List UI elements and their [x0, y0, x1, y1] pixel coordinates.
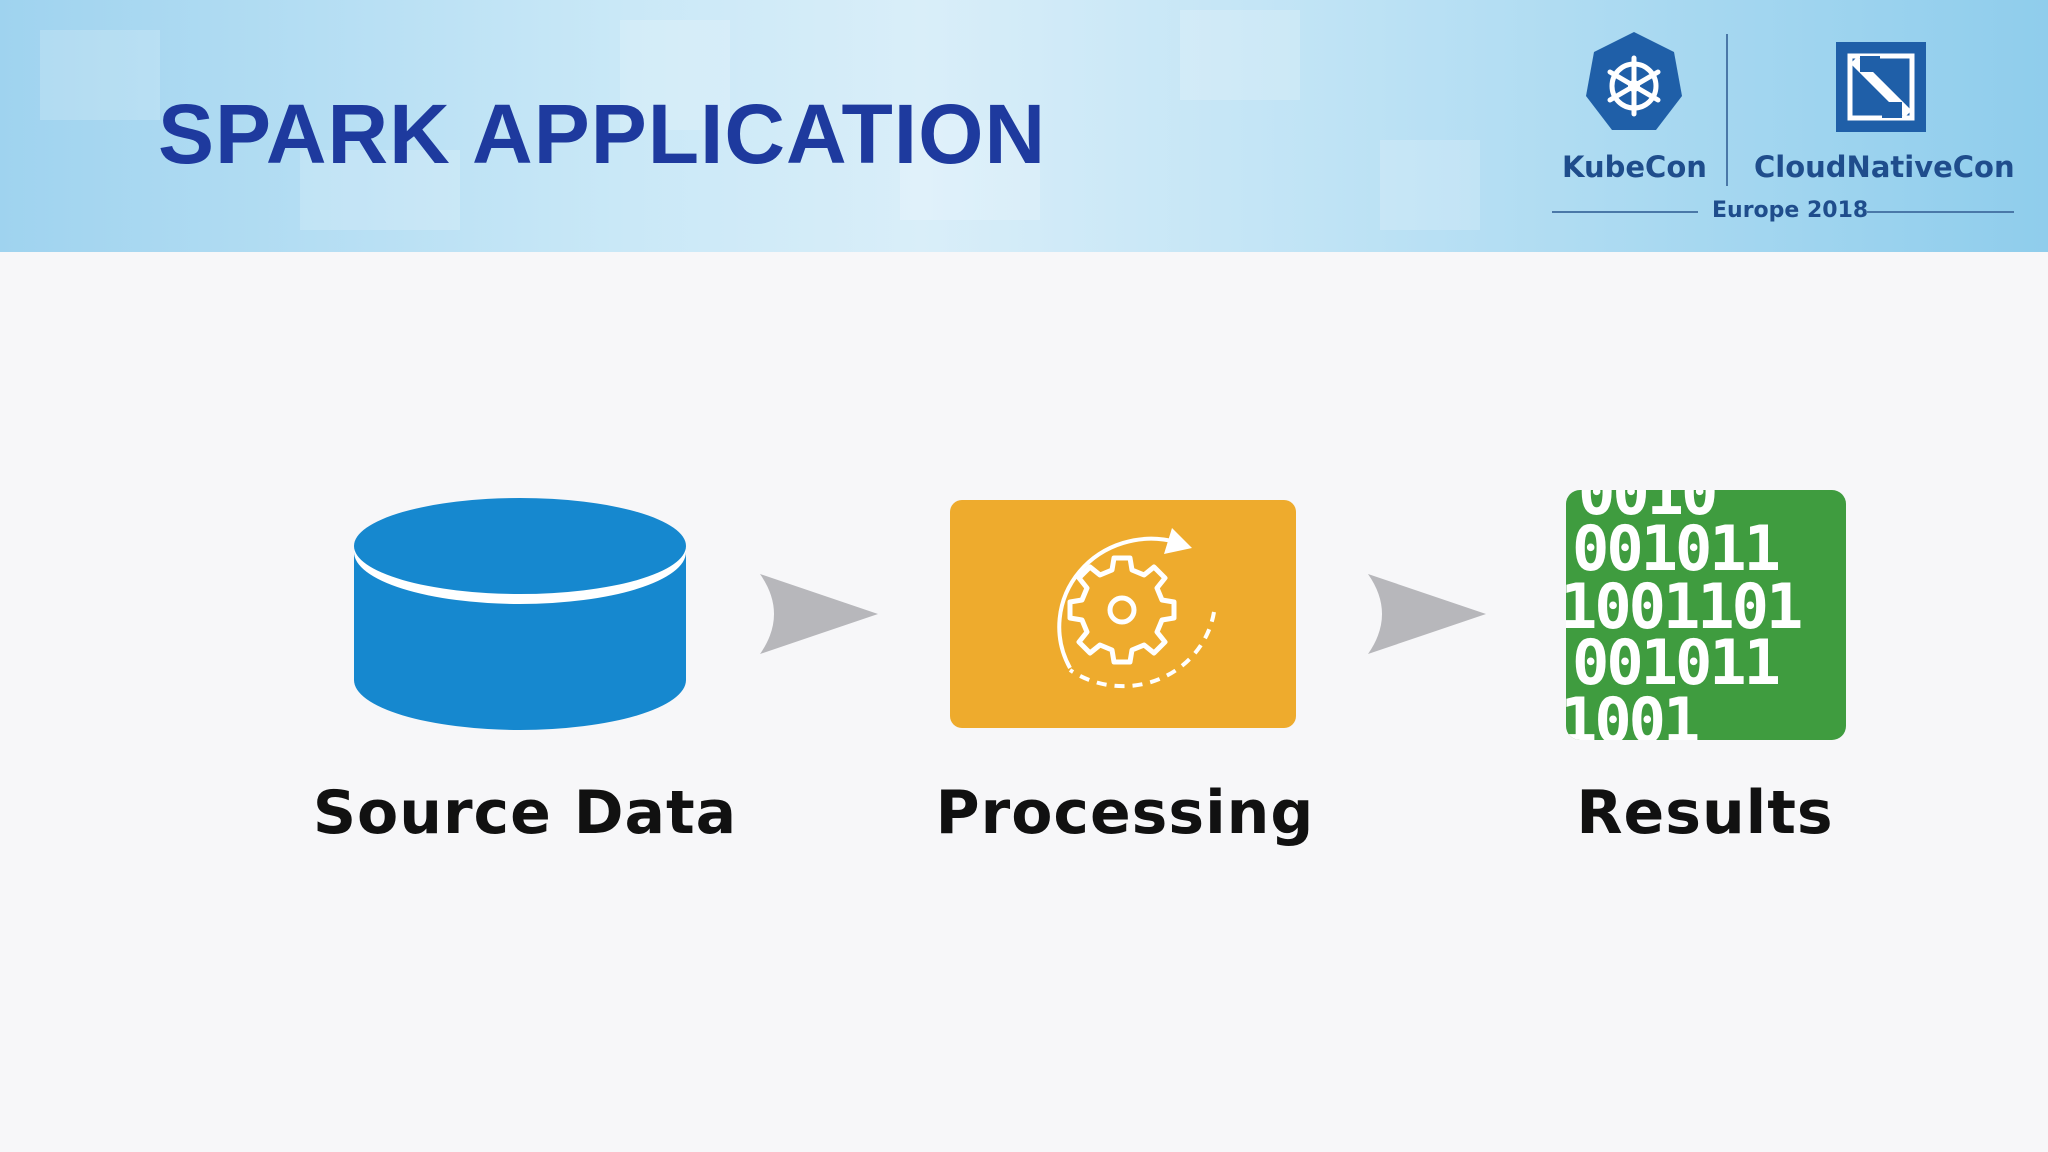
binary-row: 001011	[1572, 626, 1779, 699]
event-rule-left	[1552, 211, 1698, 213]
logo-divider	[1726, 34, 1728, 186]
page-title: SPARK APPLICATION	[158, 87, 1047, 181]
arrow-right-icon	[760, 574, 878, 654]
binary-row: 1001101	[1560, 570, 1801, 643]
gear-cycle-icon	[950, 500, 1296, 728]
database-icon	[354, 498, 686, 730]
kubecon-label: KubeCon	[1562, 150, 1707, 184]
event-label: Europe 2018	[1712, 198, 1869, 223]
event-rule-right	[1866, 211, 2014, 213]
stage-label-source-data: Source Data	[312, 778, 738, 848]
stage-label-results: Results	[1576, 778, 1834, 848]
conference-logos: KubeCon CloudNativeCon Europe 2018	[1540, 20, 2020, 240]
arrow-right-icon	[1368, 574, 1486, 654]
cloudnativecon-label: CloudNativeCon	[1754, 150, 2015, 184]
binary-row: 0010	[1578, 456, 1715, 529]
binary-row: 1001	[1560, 684, 1698, 757]
binary-row: 001011	[1572, 512, 1779, 585]
cloudnative-icon	[1836, 42, 1926, 132]
stage-label-processing: Processing	[935, 778, 1315, 848]
kubernetes-icon	[1586, 32, 1682, 130]
header-banner: SPARK APPLICATION KubeCon	[0, 0, 2048, 252]
